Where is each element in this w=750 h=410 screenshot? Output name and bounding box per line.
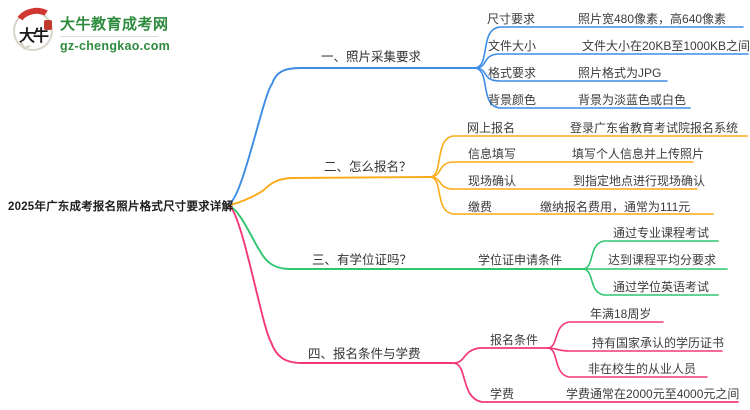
branch-4-leaf-1-line (547, 321, 664, 349)
branch-2-leaf-1-line (429, 135, 748, 178)
logo-text-block: 大牛教育成考网 gz-chengkao.com (60, 11, 170, 53)
logo-site-name: 大牛教育成考网 (60, 16, 169, 33)
branch-1-leaf-4-line (474, 67, 691, 109)
branch-1-child-3-value: 照片格式为JPG (578, 66, 662, 80)
branch-1-main-line (228, 67, 476, 205)
branch-4-sub-2-value: 学费通常在2000元至4000元之间 (566, 387, 740, 401)
logo-divider (60, 36, 158, 37)
branch-1-child-1-value: 照片宽480像素，高640像素 (578, 12, 727, 26)
branch-2-child-3-label: 现场确认 (468, 174, 517, 188)
branch-4-main-line (228, 205, 454, 364)
branch-4-leaf-3: 非在校生的从业人员 (588, 362, 697, 376)
logo-icon-text: 大牛 (18, 28, 49, 45)
branch-4-sub-1-line (452, 347, 549, 364)
branch-1-child-2-label: 文件大小 (488, 39, 537, 53)
branch-2-leaf-4-line (429, 176, 714, 215)
branch-1-child-4-label: 背景颜色 (488, 93, 537, 107)
branch-1-child-4-value: 背景为淡蓝色或白色 (578, 93, 687, 107)
branch-1-child-2-value: 文件大小在20KB至1000KB之间 (582, 39, 750, 53)
branch-1-child-1-label: 尺寸要求 (487, 12, 536, 26)
branch-2-label: 二、怎么报名？ (324, 160, 412, 174)
branch-2-child-3-value: 到指定地点进行现场确认 (573, 174, 706, 188)
site-logo: 大牛 大牛教育成考网 gz-chengkao.com (10, 4, 170, 58)
branch-2-child-4-value: 缴纳报名费用，通常为111元 (540, 200, 691, 214)
logo-bull-icon: 大牛 (10, 4, 60, 58)
branch-3-leaf-1: 通过专业课程考试 (613, 226, 710, 240)
branch-4-sub-1-label: 报名条件 (490, 333, 539, 347)
branch-4-sub-2-label: 学费 (490, 387, 515, 401)
logo-red-seal-icon (44, 20, 52, 30)
branch-2-child-4-label: 缴费 (468, 200, 493, 214)
branch-4-sub-2-line (452, 362, 739, 403)
branch-2-child-2-label: 信息填写 (468, 147, 517, 161)
branch-4-leaf-2: 持有国家承认的学历证书 (592, 336, 725, 350)
branch-2-leaf-2-line (429, 161, 694, 178)
branch-1-label: 一、照片采集要求 (321, 50, 422, 64)
branch-4-label: 四、报名条件与学费 (308, 347, 421, 361)
branch-4-leaf-3-line (547, 347, 708, 378)
branch-3-sub-label: 学位证申请条件 (478, 253, 563, 267)
branch-2-main-line (228, 176, 431, 206)
branch-3-label: 三、有学位证吗？ (312, 253, 413, 267)
branch-3-leaf-1-line (582, 240, 719, 270)
branch-3-leaf-3-line (582, 268, 719, 296)
branch-3-leaf-3: 通过学位英语考试 (613, 280, 710, 294)
logo-site-url: gz-chengkao.com (60, 39, 171, 53)
branch-2-child-1-label: 网上报名 (467, 121, 516, 135)
branch-2-child-2-value: 填写个人信息并上传照片 (572, 147, 705, 161)
branch-3-main-line (228, 205, 584, 270)
branch-2-child-1-value: 登录广东省教育考试院报名系统 (570, 121, 739, 135)
branch-1-child-3-label: 格式要求 (488, 66, 537, 80)
root-topic: 2025年广东成考报名照片格式尺寸要求详解 (8, 201, 234, 213)
branch-1-leaf-1-line (474, 26, 744, 69)
branch-1-leaf-2-line (474, 53, 749, 69)
branch-4-leaf-1: 年满18周岁 (590, 307, 652, 321)
branch-3-leaf-2: 达到课程平均分要求 (608, 253, 717, 267)
